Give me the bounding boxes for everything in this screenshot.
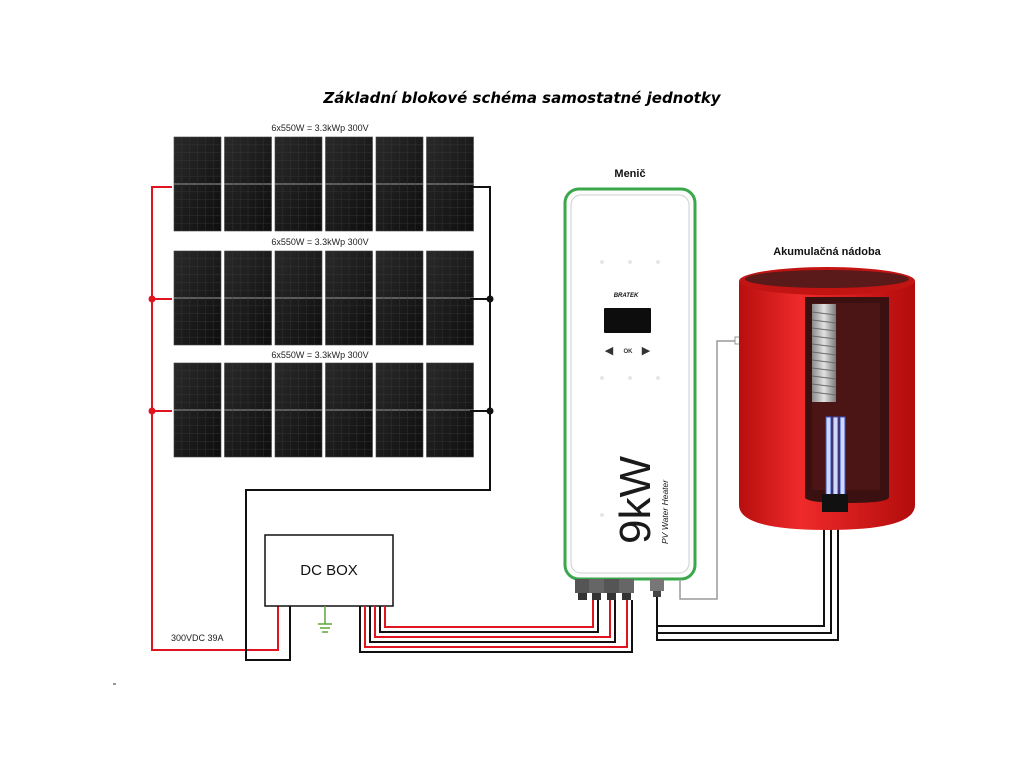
negative-junction — [486, 295, 494, 303]
tank-title: Akumulačná nádoba — [773, 246, 881, 258]
inverter-display — [604, 308, 651, 333]
solar-module — [325, 136, 373, 232]
solar-module — [224, 362, 272, 458]
solar-module — [274, 136, 323, 232]
accumulation-tank — [739, 267, 915, 530]
solar-module — [426, 362, 474, 458]
heater-cables — [656, 512, 839, 641]
panel-row-label: 6x550W = 3.3kWp 300V — [271, 237, 368, 247]
dc-box-label: DC BOX — [300, 562, 358, 579]
right-arrow-icon: ▶ — [642, 344, 651, 357]
solar-module — [375, 362, 424, 458]
solar-module — [224, 250, 272, 346]
solar-module — [173, 362, 222, 458]
heat-exchanger-coil — [811, 304, 837, 402]
ground-icon — [318, 606, 332, 633]
heating-elements — [825, 416, 846, 498]
solar-panel-row — [173, 136, 474, 232]
inverter-connectors — [575, 579, 664, 600]
dc-cable-bundle — [359, 600, 633, 653]
solar-panel-row — [173, 250, 474, 346]
inverter-brand: BRATEK — [614, 293, 639, 299]
inverter-ok-label: OK — [624, 349, 634, 355]
panel-row-label: 6x550W = 3.3kWp 300V — [271, 350, 368, 360]
solar-module — [224, 136, 272, 232]
sensor-cable — [679, 340, 763, 600]
inverter-title: Menič — [614, 168, 645, 180]
inverter-subtitle: PV Water Heater — [660, 479, 670, 544]
positive-junction — [148, 407, 156, 415]
positive-junction — [148, 295, 156, 303]
solar-module — [173, 136, 222, 232]
solar-array: 6x550W = 3.3kWp 300V 6x550W = 3.3kWp 300… — [173, 123, 474, 458]
solar-module — [274, 362, 323, 458]
solar-module — [375, 250, 424, 346]
solar-module — [173, 250, 222, 346]
solar-module — [426, 136, 474, 232]
heater-flange — [822, 494, 848, 512]
panel-row-label: 6x550W = 3.3kWp 300V — [271, 123, 368, 133]
solar-panel-row — [173, 362, 474, 458]
solar-module — [325, 362, 373, 458]
solar-module — [274, 250, 323, 346]
cable-rating-label: 300VDC 39A — [171, 633, 224, 643]
solar-module — [426, 250, 474, 346]
left-arrow-icon: ◀ — [605, 344, 614, 357]
inverter-power-label: 9kW — [611, 456, 660, 544]
inverter-unit: BRATEK ◀ OK ▶ 9kW PV Water Heater — [563, 187, 697, 600]
negative-junction — [486, 407, 494, 415]
solar-module — [375, 136, 424, 232]
diagram-title: Základní blokové schéma samostatné jedno… — [322, 89, 721, 107]
dc-box: DC BOX — [264, 534, 394, 607]
solar-module — [325, 250, 373, 346]
